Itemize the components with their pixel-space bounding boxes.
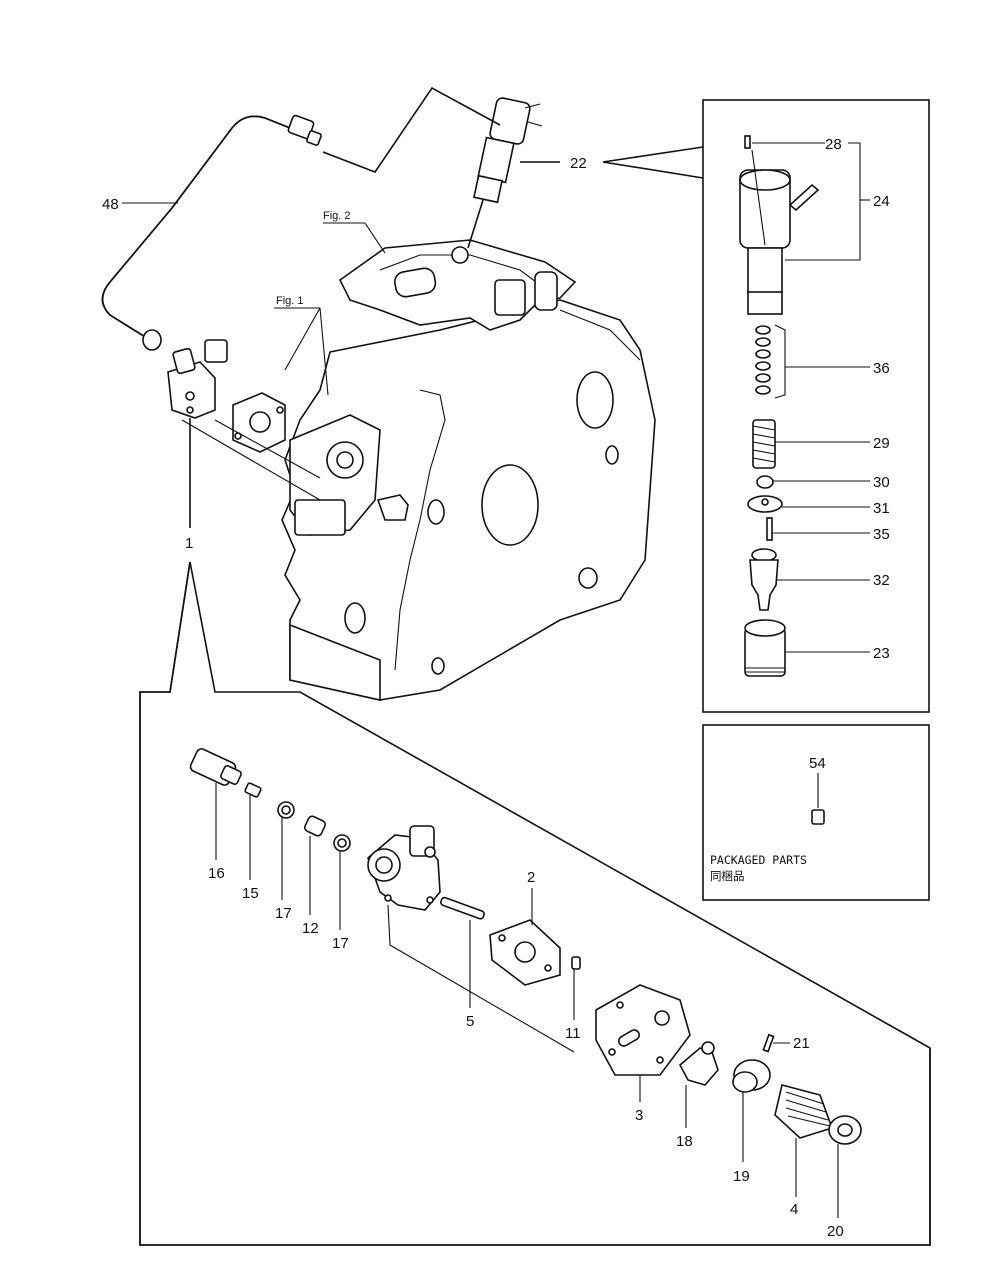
fig-2-label: Fig. 2 — [323, 210, 351, 222]
callout-12: 12 — [302, 920, 319, 937]
callout-31: 31 — [873, 500, 890, 517]
fuel-pipe-48 — [101, 114, 322, 351]
packaged-parts-box — [702, 724, 930, 901]
packaged-parts-subtitle: 同梱品 — [710, 869, 745, 883]
callout-17a: 17 — [275, 905, 292, 922]
fuel-pump-exploded-parts — [189, 748, 862, 1145]
callout-1: 1 — [185, 535, 193, 552]
callout-17b: 17 — [332, 935, 349, 952]
injector-22 — [467, 97, 543, 249]
callout-16: 16 — [208, 865, 225, 882]
callout-2: 2 — [527, 869, 535, 886]
callout-23: 23 — [873, 645, 890, 662]
callout-36: 36 — [873, 360, 890, 377]
callout-20: 20 — [827, 1223, 844, 1240]
callout-4: 4 — [790, 1201, 798, 1218]
fuel-pump-assembly-1 — [167, 339, 321, 501]
callout-54: 54 — [809, 755, 826, 772]
callout-35: 35 — [873, 526, 890, 543]
engine-crankcase-illustration — [281, 239, 656, 701]
callout-29: 29 — [873, 435, 890, 452]
packaged-parts-title: PACKAGED PARTS — [710, 853, 807, 867]
injector-detail-box — [702, 99, 930, 713]
injector-detail-parts — [739, 135, 820, 677]
lower-leaders — [215, 783, 839, 1218]
callout-3: 3 — [635, 1107, 643, 1124]
callout-28: 28 — [825, 136, 842, 153]
callout-22: 22 — [570, 155, 587, 172]
callout-11: 11 — [565, 1025, 581, 1042]
callout-19: 19 — [733, 1168, 750, 1185]
callout-18: 18 — [676, 1133, 693, 1150]
callout-32: 32 — [873, 572, 890, 589]
callout-5: 5 — [466, 1013, 474, 1030]
callout-48: 48 — [102, 196, 119, 213]
callout-30: 30 — [873, 474, 890, 491]
fig-1-label: Fig. 1 — [276, 295, 304, 307]
detail-leaders — [752, 142, 870, 653]
callout-24: 24 — [873, 193, 890, 210]
callout-15: 15 — [242, 885, 259, 902]
injector-pointer-lines — [322, 86, 704, 179]
callout-21: 21 — [793, 1035, 810, 1052]
